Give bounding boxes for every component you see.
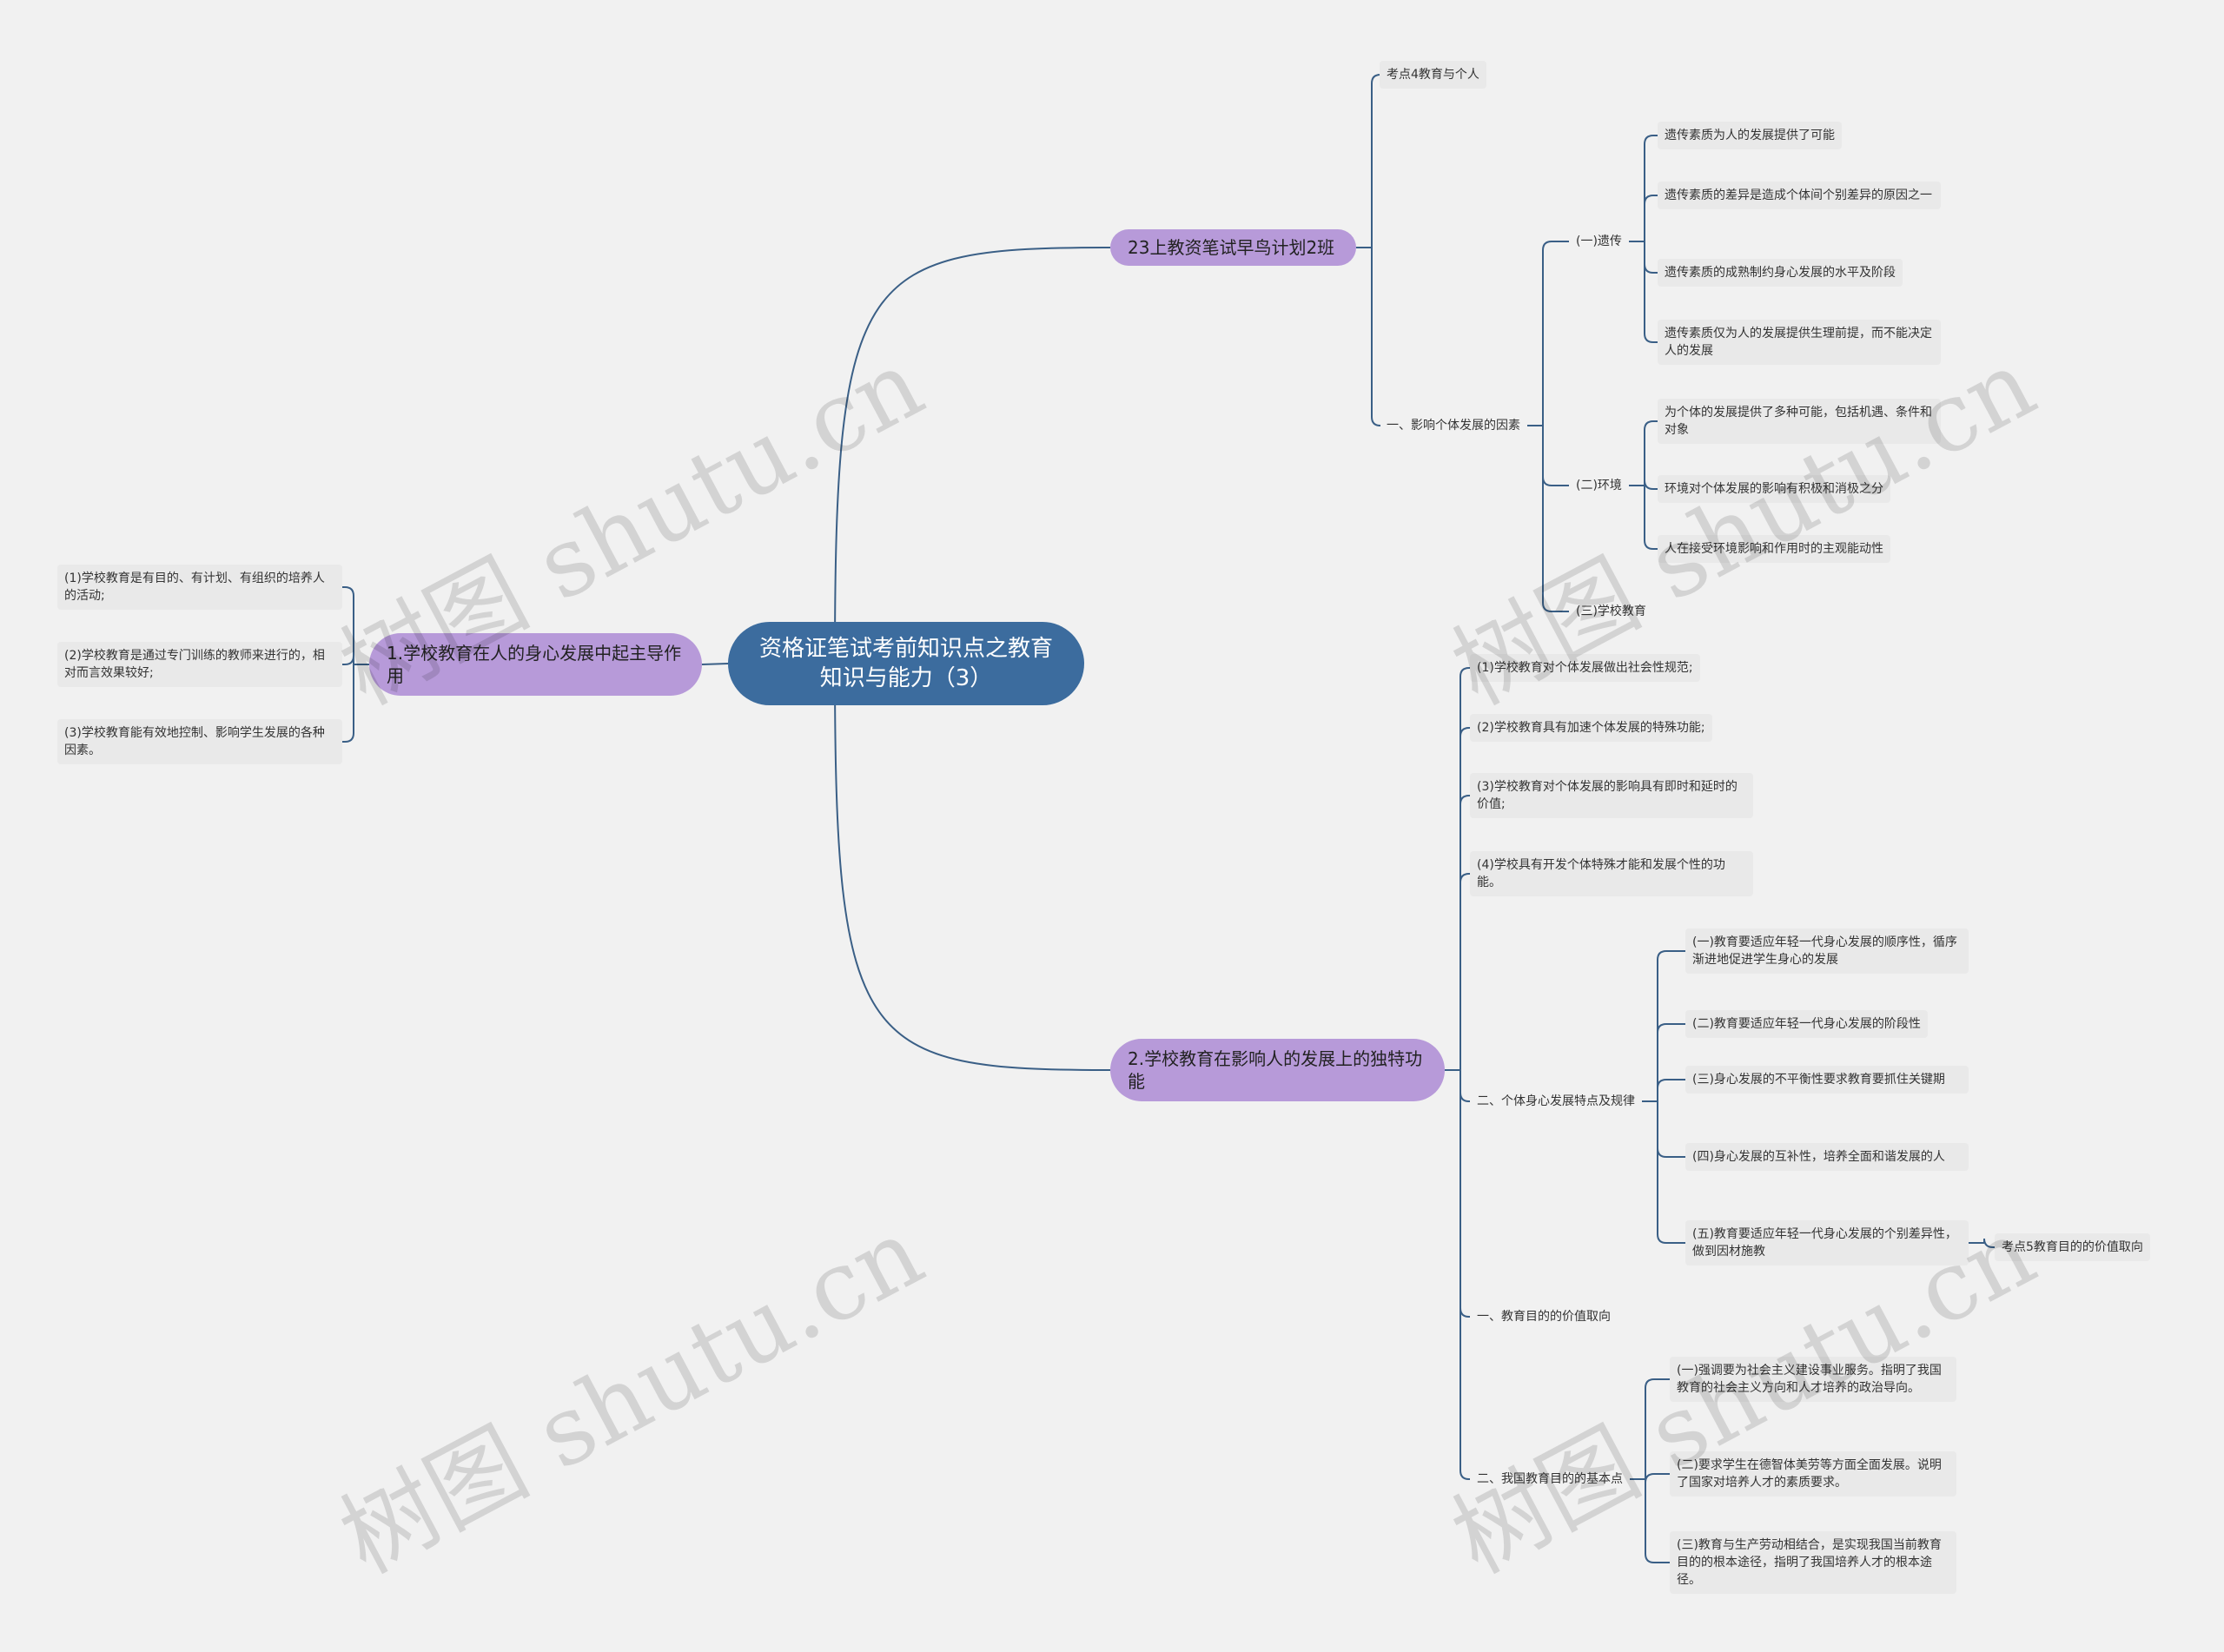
leaf-basic-3[interactable]: (三)教育与生产劳动相结合，是实现我国当前教育目的的根本途径，指明了我国培养人才… [1670, 1531, 1956, 1594]
branch-early-bird-class[interactable]: 23上教资笔试早鸟计划2班 [1110, 229, 1356, 266]
link-bottom-children [1460, 1070, 1470, 1480]
leaf-left-3[interactable]: (3)学校教育能有效地控制、影响学生发展的各种因素。 [57, 719, 342, 764]
link-bottom-children [1460, 667, 1470, 1070]
link-environment [1644, 479, 1658, 490]
leaf-environment-2[interactable]: 环境对个体发展的影响有积极和消极之分 [1658, 475, 1890, 503]
leaf-bottom-2[interactable]: (2)学校教育具有加速个体发展的特殊功能; [1470, 714, 1712, 742]
link-top-children [1371, 248, 1381, 426]
node-environment[interactable]: (二)环境 [1576, 479, 1622, 492]
leaf-rules-5[interactable]: (五)教育要适应年轻一代身心发展的个别差异性，做到因材施教 [1685, 1220, 1969, 1265]
link-heredity [1644, 241, 1658, 274]
root-node[interactable]: 资格证笔试考前知识点之教育知识与能力（3） [728, 622, 1084, 705]
leaf-bottom-4[interactable]: (4)学校具有开发个体特殊才能和发展个性的功能。 [1470, 851, 1753, 896]
link-rules [1657, 1079, 1685, 1101]
leaf-rules-3[interactable]: (三)身心发展的不平衡性要求教育要抓住关键期 [1685, 1066, 1969, 1094]
link-heredity [1644, 135, 1658, 241]
node-basic[interactable]: 二、我国教育目的的基本点 [1477, 1472, 1623, 1486]
link-heredity [1644, 241, 1658, 343]
branch-unique-function[interactable]: 2.学校教育在影响人的发展上的独特功能 [1110, 1039, 1445, 1101]
branch-school-leading-role[interactable]: 1.学校教育在人的身心发展中起主导作用 [369, 633, 702, 696]
link-environment [1644, 486, 1658, 550]
link-left-leaves [342, 655, 354, 665]
link-root-top [834, 247, 1111, 664]
node-rules[interactable]: 二、个体身心发展特点及规律 [1477, 1094, 1635, 1108]
link-bottom-children [1460, 873, 1470, 1070]
link-factors [1542, 241, 1569, 426]
link-bottom-children [1460, 727, 1470, 1070]
leaf-rules-2[interactable]: (二)教育要适应年轻一代身心发展的阶段性 [1685, 1010, 1928, 1038]
link-basic [1645, 1479, 1670, 1563]
leaf-left-1[interactable]: (1)学校教育是有目的、有计划、有组织的培养人的活动; [57, 565, 342, 610]
leaf-bottom-1[interactable]: (1)学校教育对个体发展做出社会性规范; [1470, 654, 1700, 682]
leaf-bottom-3[interactable]: (3)学校教育对个体发展的影响具有即时和延时的价值; [1470, 773, 1753, 818]
link-top-children [1371, 74, 1381, 248]
leaf-heredity-1[interactable]: 遗传素质为人的发展提供了可能 [1658, 122, 1842, 149]
leaf-kaodian4[interactable]: 考点4教育与个人 [1380, 61, 1486, 89]
leaf-heredity-4[interactable]: 遗传素质仅为人的发展提供生理前提，而不能决定人的发展 [1658, 320, 1941, 365]
leaf-rules-1[interactable]: (一)教育要适应年轻一代身心发展的顺序性，循序渐进地促进学生身心的发展 [1685, 928, 1969, 974]
leaf-environment-3[interactable]: 人在接受环境影响和作用时的主观能动性 [1658, 535, 1890, 563]
node-heredity[interactable]: (一)遗传 [1576, 235, 1622, 248]
link-left-leaves [342, 664, 354, 743]
node-factors[interactable]: 一、影响个体发展的因素 [1387, 419, 1520, 433]
leaf-heredity-3[interactable]: 遗传素质的成熟制约身心发展的水平及阶段 [1658, 259, 1903, 287]
leaf-left-2[interactable]: (2)学校教育是通过专门训练的教师来进行的，相对而言效果较好; [57, 642, 342, 687]
link-environment [1644, 420, 1658, 486]
link-rules [1657, 1101, 1685, 1244]
link-factors [1542, 426, 1569, 612]
link-rules [1657, 1101, 1685, 1158]
link-root-bottom [834, 663, 1111, 1071]
link-factors [1542, 426, 1569, 486]
link-left-leaves [342, 586, 354, 664]
node-school[interactable]: (三)学校教育 [1576, 605, 1646, 618]
link-basic [1645, 1473, 1670, 1483]
link-basic [1645, 1378, 1670, 1479]
link-bottom-children [1460, 1070, 1470, 1318]
link-rules [1657, 1023, 1685, 1101]
leaf-rules-4[interactable]: (四)身心发展的互补性，培养全面和谐发展的人 [1685, 1143, 1969, 1171]
link-bottom-children [1460, 1070, 1470, 1102]
link-kaodian5 [1983, 1238, 1995, 1248]
leaf-environment-1[interactable]: 为个体的发展提供了多种可能，包括机遇、条件和对象 [1658, 399, 1941, 444]
link-bottom-children [1460, 795, 1470, 1070]
leaf-basic-2[interactable]: (二)要求学生在德智体美劳等方面全面发展。说明了国家对培养人才的素质要求。 [1670, 1451, 1956, 1497]
leaf-kaodian5[interactable]: 考点5教育目的的价值取向 [1995, 1233, 2150, 1261]
link-heredity [1644, 195, 1658, 241]
node-value[interactable]: 一、教育目的的价值取向 [1477, 1310, 1611, 1324]
leaf-heredity-2[interactable]: 遗传素质的差异是造成个体间个别差异的原因之一 [1658, 182, 1941, 209]
leaf-basic-1[interactable]: (一)强调要为社会主义建设事业服务。指明了我国教育的社会主义方向和人才培养的政治… [1670, 1357, 1956, 1402]
link-rules [1657, 950, 1685, 1101]
